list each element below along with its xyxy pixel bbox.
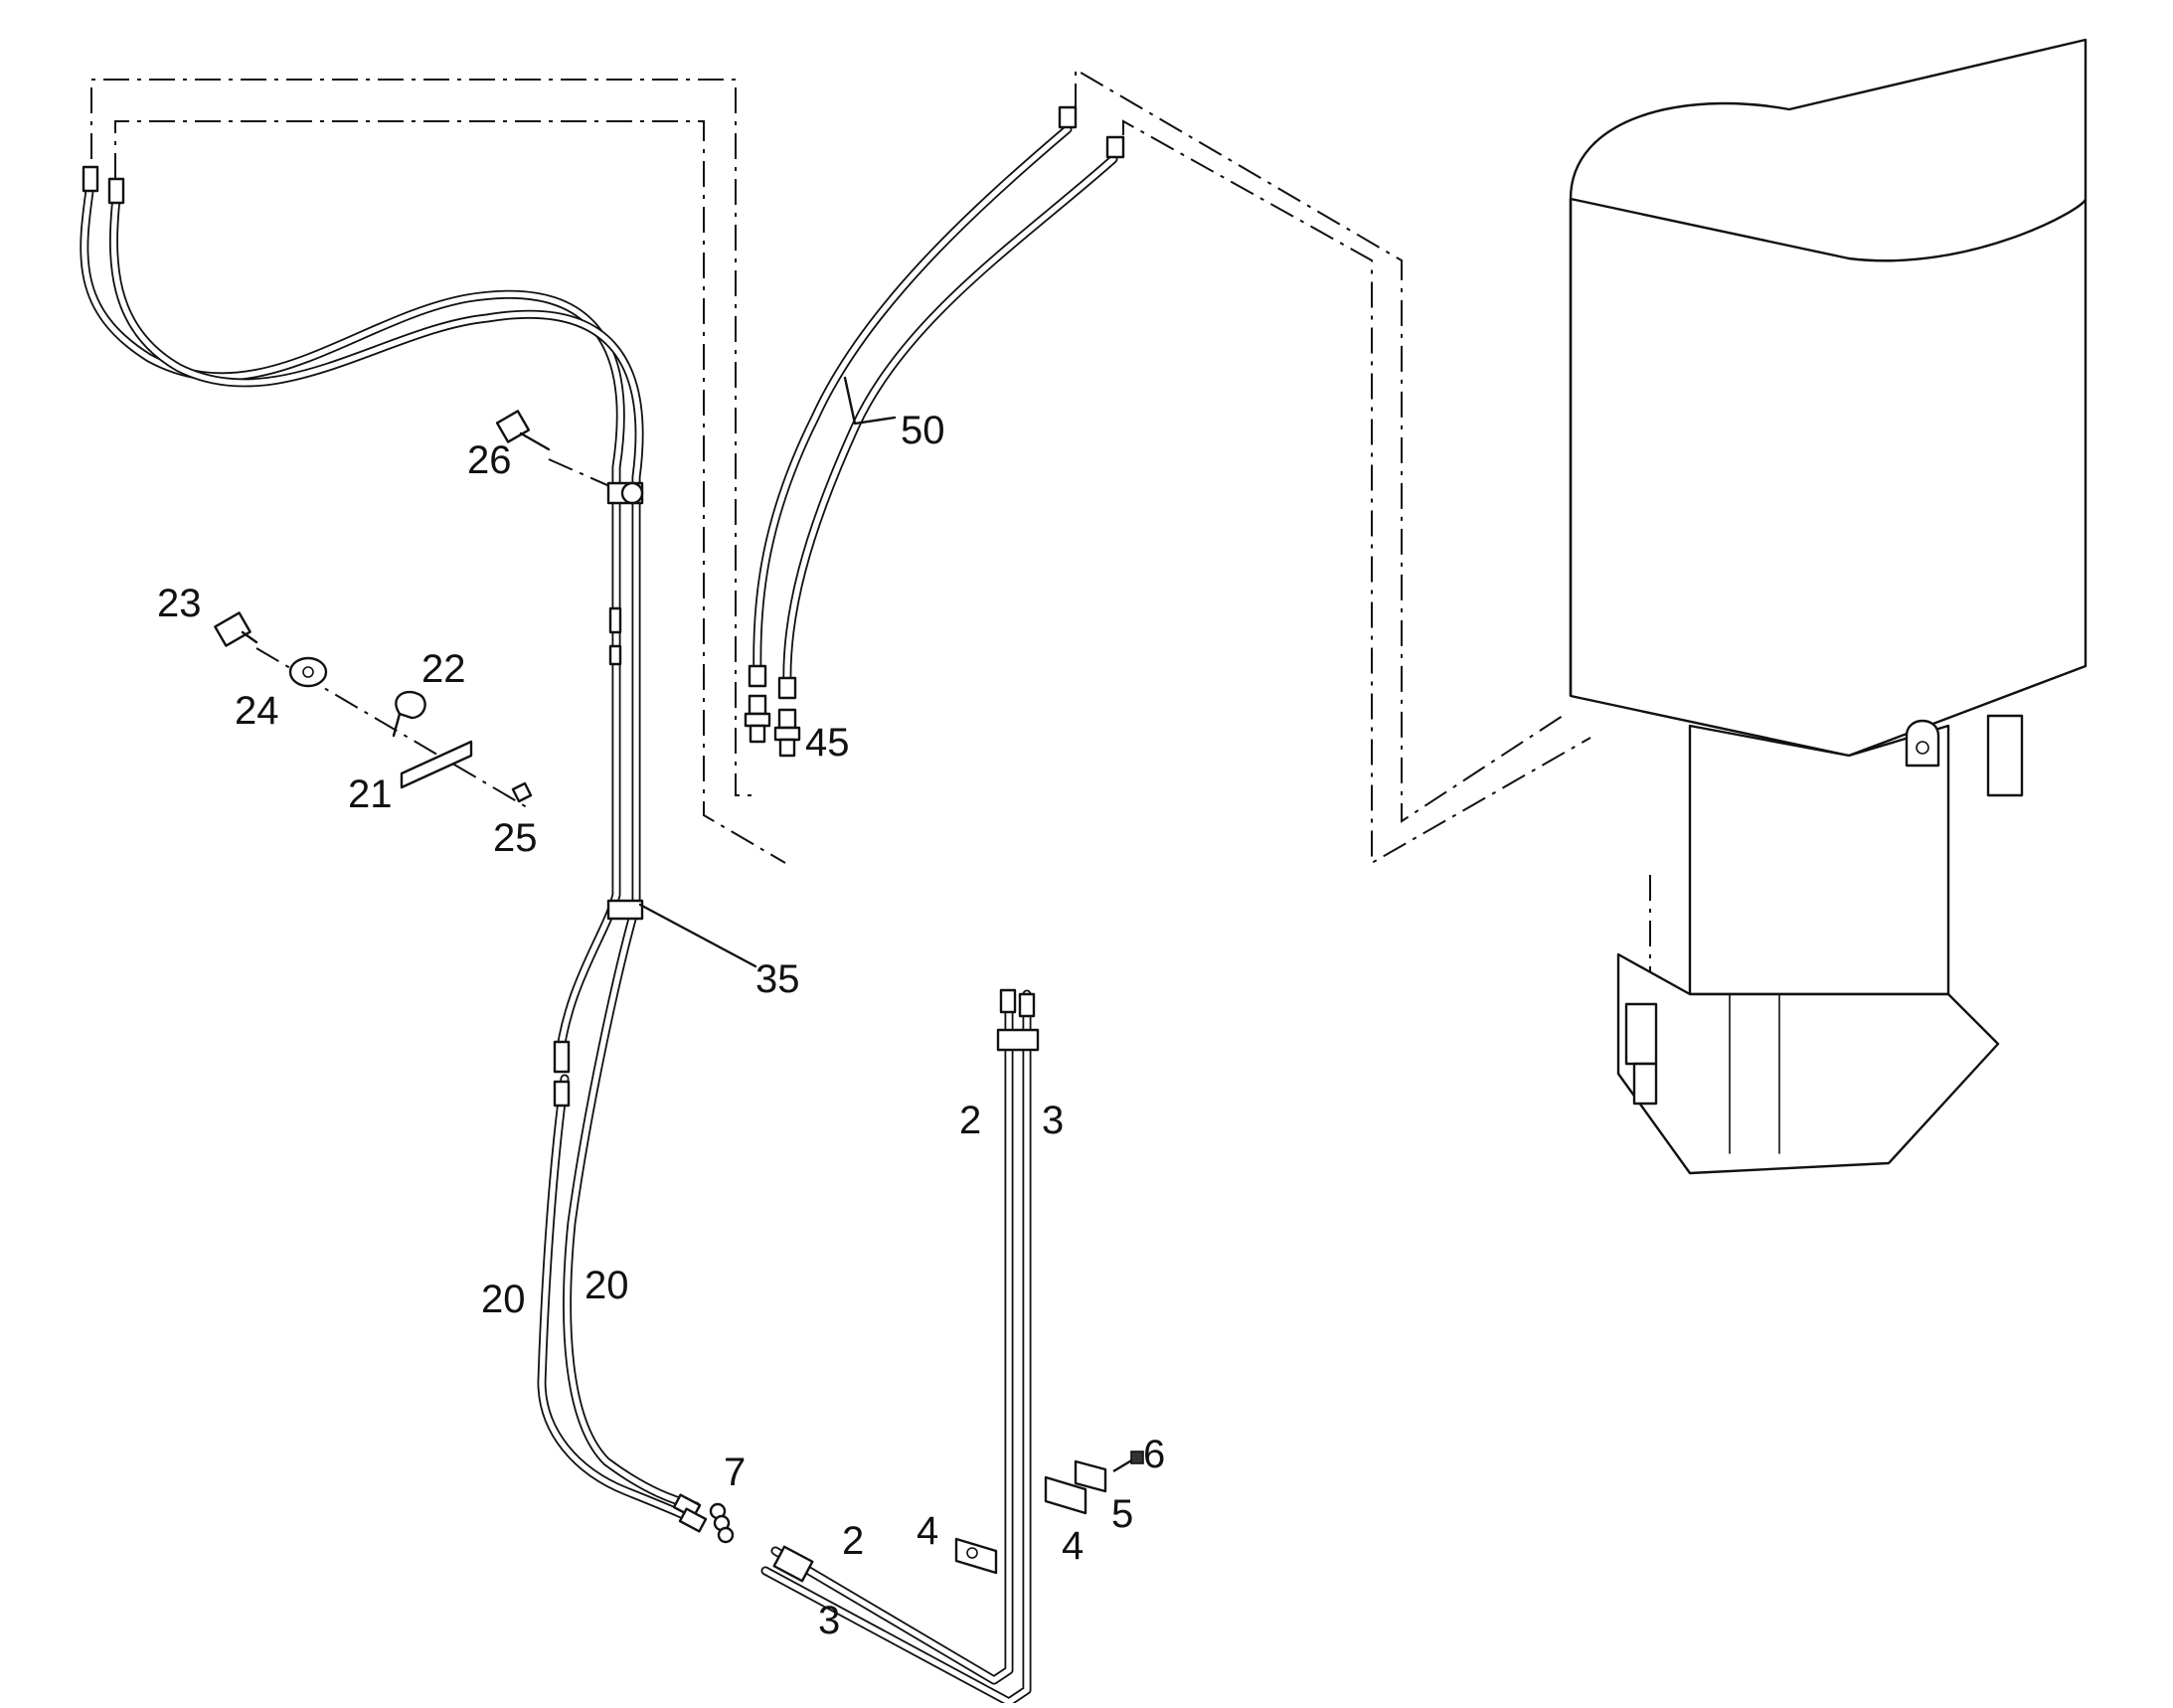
callout-22: 22	[421, 647, 466, 691]
callout-2a: 2	[959, 1099, 981, 1142]
clamp-bracket-assembly	[954, 1451, 1144, 1575]
fitting-7	[709, 1502, 735, 1544]
callout-4a: 4	[917, 1509, 938, 1553]
bracket-kit	[214, 410, 551, 803]
callout-20a: 20	[481, 1278, 526, 1321]
callout-23: 23	[157, 582, 202, 625]
callout-24: 24	[235, 689, 279, 733]
callouts: 2 3 2 3 4 4 5 6 7 20 20 21 22 23 24 25 2…	[157, 409, 1165, 1642]
callout-20b: 20	[585, 1264, 629, 1307]
callout-3a: 3	[1042, 1099, 1064, 1142]
connection-lines	[90, 68, 1651, 994]
tube-pair-bottom	[709, 988, 1040, 1707]
callout-21: 21	[348, 772, 393, 816]
callout-26: 26	[467, 438, 512, 482]
callout-25: 25	[493, 816, 538, 860]
callout-3b: 3	[818, 1599, 840, 1642]
hose-pair-left	[80, 165, 708, 1533]
leader-lines	[638, 376, 897, 968]
callout-5: 5	[1111, 1492, 1133, 1536]
callout-7: 7	[724, 1451, 746, 1494]
callout-6: 6	[1143, 1433, 1165, 1476]
fitting-45	[744, 694, 801, 758]
hose-pair-center	[744, 105, 1125, 758]
callout-50: 50	[901, 409, 945, 452]
callout-4b: 4	[1062, 1524, 1084, 1568]
pump-unit	[1569, 38, 2088, 1175]
callout-45: 45	[805, 721, 850, 765]
callout-35: 35	[755, 957, 800, 1001]
callout-2b: 2	[842, 1519, 864, 1563]
